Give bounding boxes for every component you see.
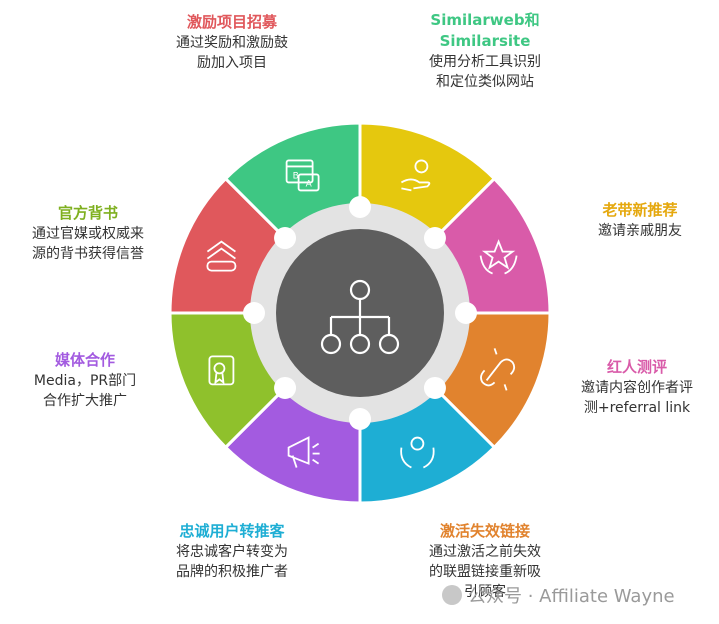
- label-official-desc-2: 源的背书获得信誉: [32, 246, 144, 262]
- ring-notch: [349, 408, 371, 430]
- label-similarweb: Similarweb和 Similarsite 使用分析工具识别 和定位类似网站: [395, 10, 575, 92]
- segment-icons: BA: [206, 159, 518, 469]
- label-loyal-desc-2: 品牌的积极推广者: [176, 564, 288, 580]
- label-reactivate-desc-2: 的联盟链接重新吸: [429, 564, 541, 580]
- label-similarweb-desc-1: 使用分析工具识别: [429, 54, 541, 70]
- broken-link-icon: [480, 348, 516, 391]
- ring-notch: [455, 302, 477, 324]
- label-media-desc-2: 合作扩大推广: [43, 393, 127, 409]
- ring-notch: [243, 302, 265, 324]
- label-official: 官方背书 通过官媒或权威来 源的背书获得信誉: [8, 203, 168, 264]
- hand-coin-icon: [400, 159, 431, 192]
- ring-notch: [423, 227, 446, 250]
- label-influencer-desc-1: 邀请内容创作者评: [581, 380, 693, 396]
- ring-notch: [274, 227, 297, 250]
- label-influencer: 红人测评 邀请内容创作者评 测+referral link: [555, 357, 719, 418]
- label-reactivate-desc-3: 引顾客: [464, 584, 506, 600]
- ring-notch: [274, 376, 297, 399]
- svg-text:B: B: [293, 171, 299, 181]
- ring-notch: [349, 196, 371, 218]
- label-incentive-desc-2: 励加入项目: [197, 55, 267, 71]
- label-loyal-title: 忠诚用户转推客: [179, 522, 285, 540]
- label-media-title: 媒体合作: [54, 351, 115, 369]
- label-referral: 老带新推荐 邀请亲戚朋友: [570, 200, 710, 241]
- ring-notch: [423, 376, 446, 399]
- watermark-text: 公众号 · Affiliate Wayne: [468, 586, 675, 607]
- label-reactivate-desc-1: 通过激活之前失效: [429, 544, 541, 560]
- stack-icon: [206, 240, 237, 272]
- megaphone-icon: [287, 436, 320, 468]
- label-official-desc-1: 通过官媒或权威来: [32, 226, 144, 242]
- label-incentive-desc-1: 通过奖励和激励鼓: [176, 35, 288, 51]
- label-similarweb-desc-2: 和定位类似网站: [436, 74, 534, 90]
- label-reactivate-title: 激活失效链接: [439, 522, 530, 540]
- label-reactivate: 激活失效链接 通过激活之前失效 的联盟链接重新吸 引顾客: [395, 521, 575, 602]
- label-influencer-title: 红人测评: [606, 358, 667, 376]
- label-referral-desc-1: 邀请亲戚朋友: [598, 223, 682, 239]
- label-referral-title: 老带新推荐: [602, 201, 678, 219]
- label-media-desc-1: Media，PR部门: [33, 373, 137, 389]
- hands-ball-icon: [400, 436, 435, 469]
- label-media: 媒体合作 Media，PR部门 合作扩大推广: [10, 350, 160, 411]
- label-incentive-title: 激励项目招募: [186, 13, 277, 31]
- label-loyal: 忠诚用户转推客 将忠诚客户转变为 品牌的积极推广者: [142, 521, 322, 582]
- wechat-icon: [442, 585, 462, 605]
- watermark: 公众号 · Affiliate Wayne: [442, 582, 675, 608]
- label-influencer-desc-2: 测+referral link: [583, 400, 691, 416]
- svg-text:A: A: [306, 179, 313, 189]
- star-laurel-icon: [479, 239, 518, 275]
- label-similarweb-title-1: Similarweb和: [430, 11, 540, 29]
- certificate-icon: [208, 355, 235, 386]
- ring-notches: [243, 196, 477, 430]
- label-loyal-desc-1: 将忠诚客户转变为: [176, 544, 288, 560]
- label-similarweb-title-2: Similarsite: [439, 32, 531, 50]
- browser-ab-icon: BA: [285, 159, 320, 192]
- label-incentive: 激励项目招募 通过奖励和激励鼓 励加入项目: [142, 12, 322, 73]
- label-official-title: 官方背书: [57, 204, 118, 222]
- org-chart-icon: [320, 279, 400, 355]
